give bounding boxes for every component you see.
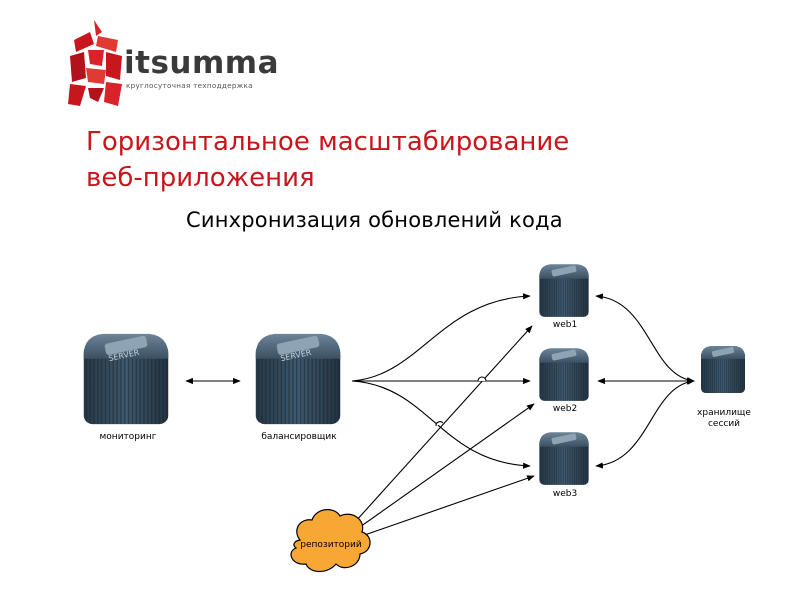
link-repository-web3 <box>355 475 535 539</box>
label-repository: репозиторий <box>300 540 362 550</box>
server-session-store <box>701 346 745 393</box>
repository-cloud-icon <box>290 509 371 573</box>
slide-title: Горизонтальное масштабирование веб-прило… <box>86 124 726 196</box>
crossing-hump <box>477 376 487 382</box>
slide-title-line-1: Горизонтальное масштабирование <box>86 127 570 157</box>
label-web2: web2 <box>552 404 578 414</box>
server-monitoring <box>83 333 169 425</box>
label-balancer: балансировщик <box>261 432 337 442</box>
label-session-store-line-1: хранилище <box>697 408 751 418</box>
label-monitoring: мониторинг <box>99 432 157 442</box>
slide-subtitle: Синхронизация обновлений кода <box>186 208 563 232</box>
link-repository-web2 <box>349 403 535 535</box>
server-web1 <box>539 264 589 317</box>
logo-wordmark: itsumma <box>124 45 279 81</box>
slide-title-line-2: веб-приложения <box>86 163 315 193</box>
link-web1-session <box>595 293 695 384</box>
label-web3: web3 <box>552 489 578 499</box>
itsumma-logo-mark <box>68 20 122 106</box>
label-session-store: хранилище сессий <box>688 408 760 430</box>
link-balancer-web1 <box>351 293 531 382</box>
server-web3 <box>539 432 589 485</box>
link-repository-web1 <box>345 325 533 533</box>
server-web2 <box>539 348 589 401</box>
logo-tagline: круглосуточная техподдержка <box>126 81 253 90</box>
server-balancer <box>255 333 341 425</box>
link-web3-session <box>595 378 695 469</box>
label-web1: web1 <box>552 320 578 330</box>
label-session-store-line-2: сессий <box>707 419 741 429</box>
crossing-hump <box>435 421 444 427</box>
